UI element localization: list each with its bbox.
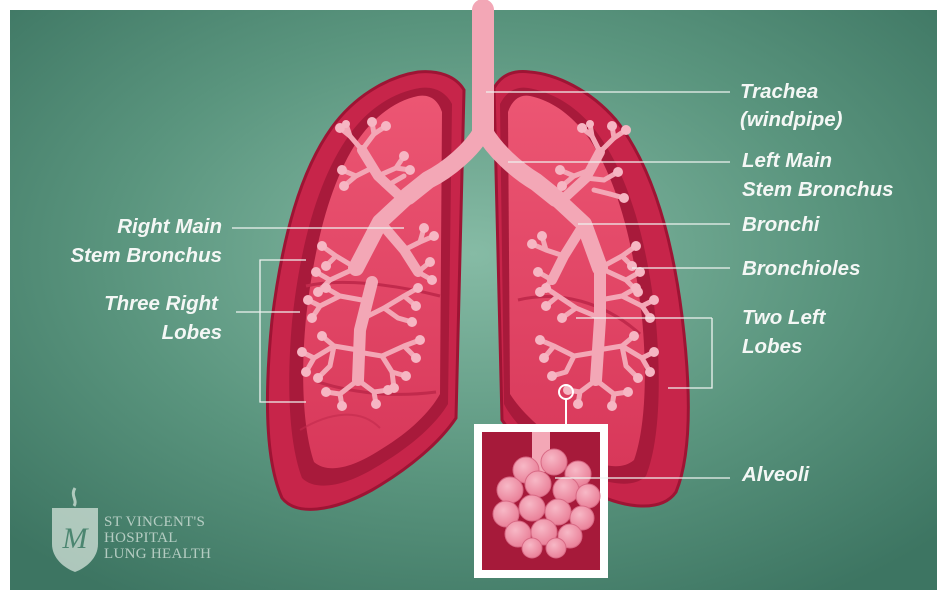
label-right-main: Right Main <box>117 215 222 238</box>
label-left-main: Left Main <box>742 149 832 172</box>
logo-line-1: ST VINCENT'S <box>104 514 205 530</box>
label-stem-bronchus-left: Stem Bronchus <box>742 178 894 201</box>
label-alveoli: Alveoli <box>741 463 811 486</box>
label-lobes-right: Lobes <box>162 321 222 344</box>
alveoli-inset <box>474 424 608 578</box>
logo-line-3: LUNG HEALTH <box>104 546 211 562</box>
flame-icon <box>73 488 75 506</box>
label-bronchioles: Bronchioles <box>742 257 860 280</box>
label-bronchi: Bronchi <box>742 213 821 236</box>
label-lobes-left: Lobes <box>742 335 802 358</box>
logo-line-2: HOSPITAL <box>104 530 178 546</box>
label-trachea: Trachea <box>740 80 818 103</box>
svg-text:M: M <box>62 522 90 555</box>
label-three-right: Three Right <box>104 292 219 315</box>
label-windpipe: (windpipe) <box>740 108 843 131</box>
label-stem-bronchus-right: Stem Bronchus <box>71 244 223 267</box>
label-two-left: Two Left <box>742 306 827 329</box>
